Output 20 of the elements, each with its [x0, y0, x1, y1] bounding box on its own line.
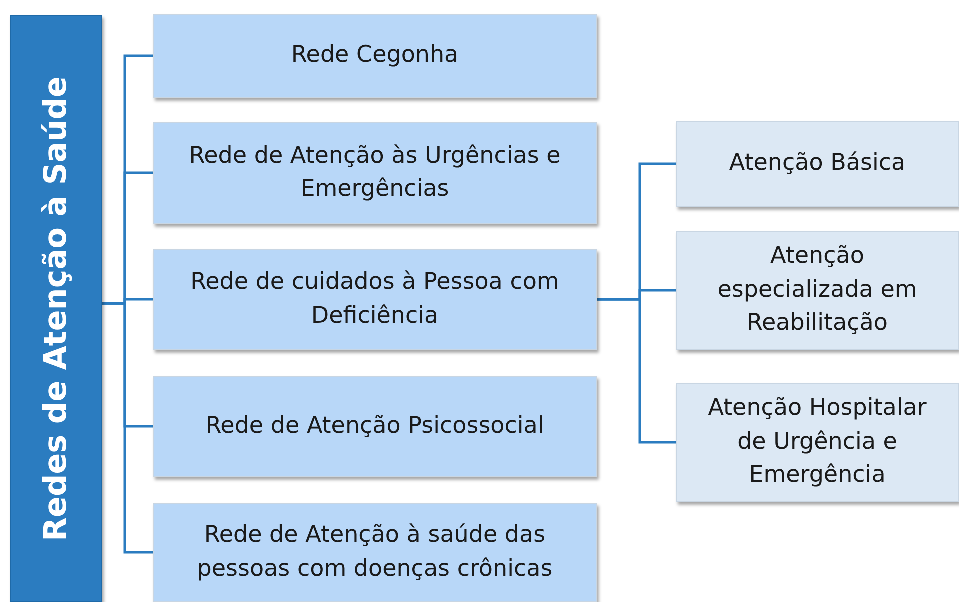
box-label: Atenção Básica [729, 149, 906, 178]
box-label: Atenção especializada em Reabilitação [716, 242, 918, 338]
network-box [153, 14, 597, 98]
box-label: Rede Cegonha [291, 41, 459, 70]
connector-line [102, 302, 153, 554]
box-label: Rede de Atenção à saúde das pessoas com doenças crônicas [196, 521, 554, 584]
network-box [676, 383, 959, 502]
vertical-title: Redes de Atenção à Saúde [38, 76, 74, 541]
network-box [676, 121, 959, 207]
network-box [153, 503, 597, 602]
network-box [153, 376, 597, 477]
box-label: Atenção Hospitalar de Urgência e Emergência [707, 394, 928, 490]
network-box [676, 231, 959, 350]
box-label: Rede de cuidados à Pessoa com Deficiência [190, 268, 560, 330]
box-label: Rede de Atenção às Urgências e Emergências [188, 142, 562, 204]
title-bar [10, 15, 102, 602]
network-box [153, 122, 597, 224]
connector-line [597, 298, 676, 444]
box-label: Rede de Atenção Psicossocial [206, 412, 544, 441]
network-box [153, 249, 597, 350]
